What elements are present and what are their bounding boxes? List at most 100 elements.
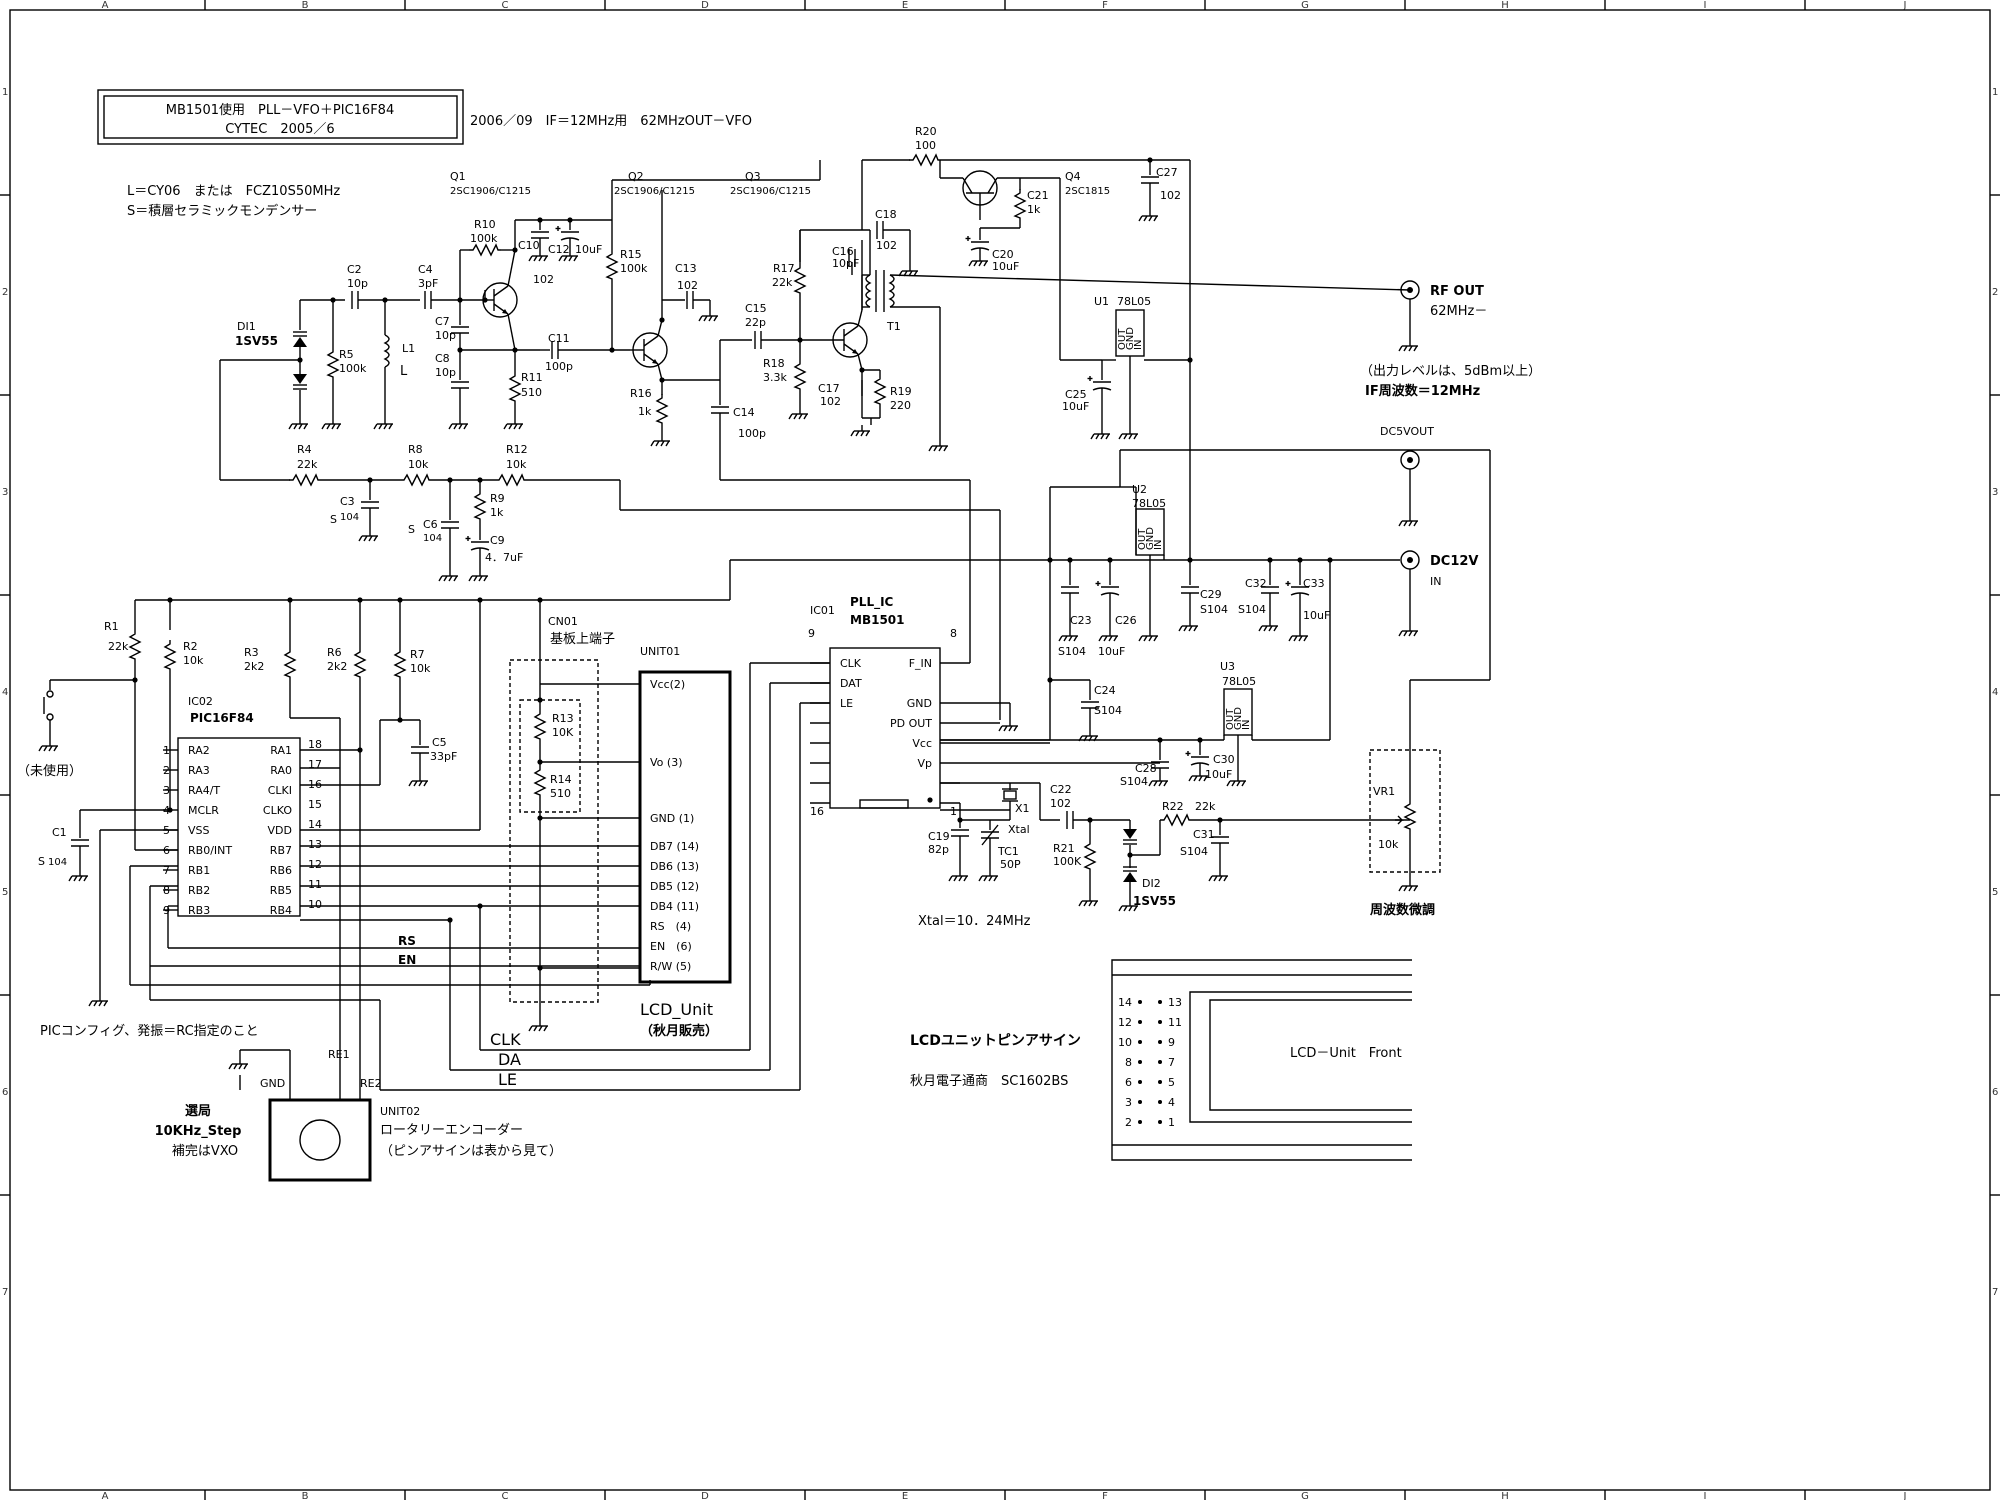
c15-value: 22p — [745, 316, 766, 329]
frame-col-bot: D — [701, 1491, 709, 1500]
frame-row-l: 3 — [2, 487, 8, 498]
frame-row-r: 4 — [1992, 687, 1998, 698]
vco-section: DI1 1SV55 C2 10p C4 3pF R5 100k L1 L — [220, 125, 1541, 663]
lcd-pin-assignment: LCDユニットピンアサイン 秋月電子通商 SC1602BS LCD－Unit F… — [910, 959, 1412, 1161]
lcd-pin-num: 13 — [1168, 996, 1182, 1009]
c22-ref: C22 — [1050, 783, 1072, 796]
encoder-gnd: GND — [260, 1077, 285, 1090]
r7-ref: R7 — [410, 648, 425, 661]
frame-row-r: 3 — [1992, 487, 1998, 498]
lcd-front: LCD－Unit Front — [1290, 1046, 1402, 1061]
frame-col-bot: J — [1903, 1491, 1907, 1500]
x1-value: Xtal — [1008, 823, 1030, 836]
lcd-pin-num: 6 — [1125, 1076, 1132, 1089]
c33-value: 10uF — [1303, 609, 1330, 622]
da-label: DA — [498, 1050, 521, 1069]
c16-ref: C16 — [832, 245, 854, 258]
pic-pin-name: CLKO — [263, 804, 292, 817]
r18-value: 3.3k — [763, 371, 787, 384]
pic-config-note: PICコンフィグ、発振＝RC指定のこと — [40, 1024, 259, 1039]
pic-pin-name: RB4 — [270, 904, 292, 917]
c21-ref: C21 — [1027, 189, 1049, 202]
c6-s: S — [408, 523, 415, 536]
dc12v-label: DC12V — [1430, 554, 1478, 569]
cn01-ref: CN01 — [548, 615, 578, 628]
d2-ref: DI2 — [1142, 877, 1161, 890]
u1-value: 78L05 — [1117, 295, 1151, 308]
rs-label: RS — [398, 934, 416, 948]
r9-ref: R9 — [490, 492, 505, 505]
c20-value: 10uF — [992, 260, 1019, 273]
r21-ref: R21 — [1053, 842, 1075, 855]
unit02-ref: UNIT02 — [380, 1105, 420, 1118]
r22-ref: R22 — [1162, 800, 1184, 813]
r10-ref: R10 — [474, 218, 496, 231]
r13-ref: R13 — [552, 712, 574, 725]
pic-pin-num: 6 — [163, 844, 170, 857]
lcd-pin-num: 9 — [1168, 1036, 1175, 1049]
u2-gnd: GND — [1145, 527, 1156, 550]
u2-out: OUT — [1137, 528, 1148, 550]
r14-ref: R14 — [550, 773, 572, 786]
pll-pin-label: PD OUT — [890, 717, 932, 730]
lcd-pin-label: EN (6) — [650, 940, 692, 953]
pic-pin-num: 18 — [308, 738, 322, 751]
d2-value: 1SV55 — [1133, 894, 1176, 908]
frame-col-top: E — [902, 0, 908, 11]
r6-ref: R6 — [327, 646, 342, 659]
r12-ref: R12 — [506, 443, 528, 456]
vr1-ref: VR1 — [1373, 785, 1395, 798]
frame-col-bot: C — [502, 1491, 509, 1500]
r2-value: 10k — [183, 654, 204, 667]
u1-out: OUT — [1117, 328, 1128, 350]
tc1-value: 50P — [1000, 858, 1021, 871]
pic-pin-name: RB6 — [270, 864, 292, 877]
encoder-name: ロータリーエンコーダー — [380, 1123, 523, 1138]
frame-col-bot: H — [1501, 1491, 1509, 1500]
lcd-unit-name: LCD_Unit — [640, 1000, 713, 1020]
c18-value: 102 — [876, 239, 897, 252]
frame-col-top: F — [1102, 0, 1108, 11]
frame-row-l: 4 — [2, 687, 8, 698]
lcd-pin-label: Vcc(2) — [650, 678, 685, 691]
r4-ref: R4 — [297, 443, 312, 456]
frame-row-l: 2 — [2, 287, 8, 298]
r9-value: 1k — [490, 506, 504, 519]
frame-col-top: A — [102, 0, 109, 11]
pic-pin-num: 10 — [308, 898, 322, 911]
frame-col-top: B — [302, 0, 309, 11]
pic-pin-name: RB7 — [270, 844, 292, 857]
c25-ref: C25 — [1065, 388, 1087, 401]
frame-row-r: 7 — [1992, 1287, 1998, 1298]
lcd-model: 秋月電子通商 SC1602BS — [910, 1074, 1068, 1089]
r19-value: 220 — [890, 399, 911, 412]
vr1-desc: 周波数微調 — [1370, 902, 1435, 918]
frame-col-bot: B — [302, 1491, 309, 1500]
r17-value: 22k — [772, 276, 793, 289]
c24-ref: C24 — [1094, 684, 1116, 697]
title-line2: CYTEC 2005／6 — [225, 122, 334, 137]
c17-value: 102 — [820, 395, 841, 408]
r12-value: 10k — [506, 458, 527, 471]
lcd-pin-label: DB4 (11) — [650, 900, 699, 913]
r7-value: 10k — [410, 662, 431, 675]
frame-row-l: 5 — [2, 887, 8, 898]
pic-pin-num: 1 — [163, 744, 170, 757]
lcd-pin-dot — [1158, 1040, 1162, 1044]
c30-value: 10uF — [1205, 768, 1232, 781]
l1-value: L — [400, 364, 408, 379]
u3-gnd: GND — [1233, 707, 1244, 730]
pll-pin9: 9 — [808, 627, 815, 640]
pic-pin-num: 16 — [308, 778, 322, 791]
pic-pin-name: VSS — [188, 824, 210, 837]
frame-col-bot: I — [1704, 1491, 1707, 1500]
q1-part: 2SC1906/C1215 — [450, 186, 531, 197]
r8-value: 10k — [408, 458, 429, 471]
step-note: 補完はVXO — [172, 1144, 238, 1159]
pic-pin-name: RB5 — [270, 884, 292, 897]
pic-pin-num: 11 — [308, 878, 322, 891]
c13-ref: C13 — [675, 262, 697, 275]
c22-value: 102 — [1050, 797, 1071, 810]
pll-pin-label: Vcc — [912, 737, 932, 750]
c2-value: 10p — [347, 277, 368, 290]
